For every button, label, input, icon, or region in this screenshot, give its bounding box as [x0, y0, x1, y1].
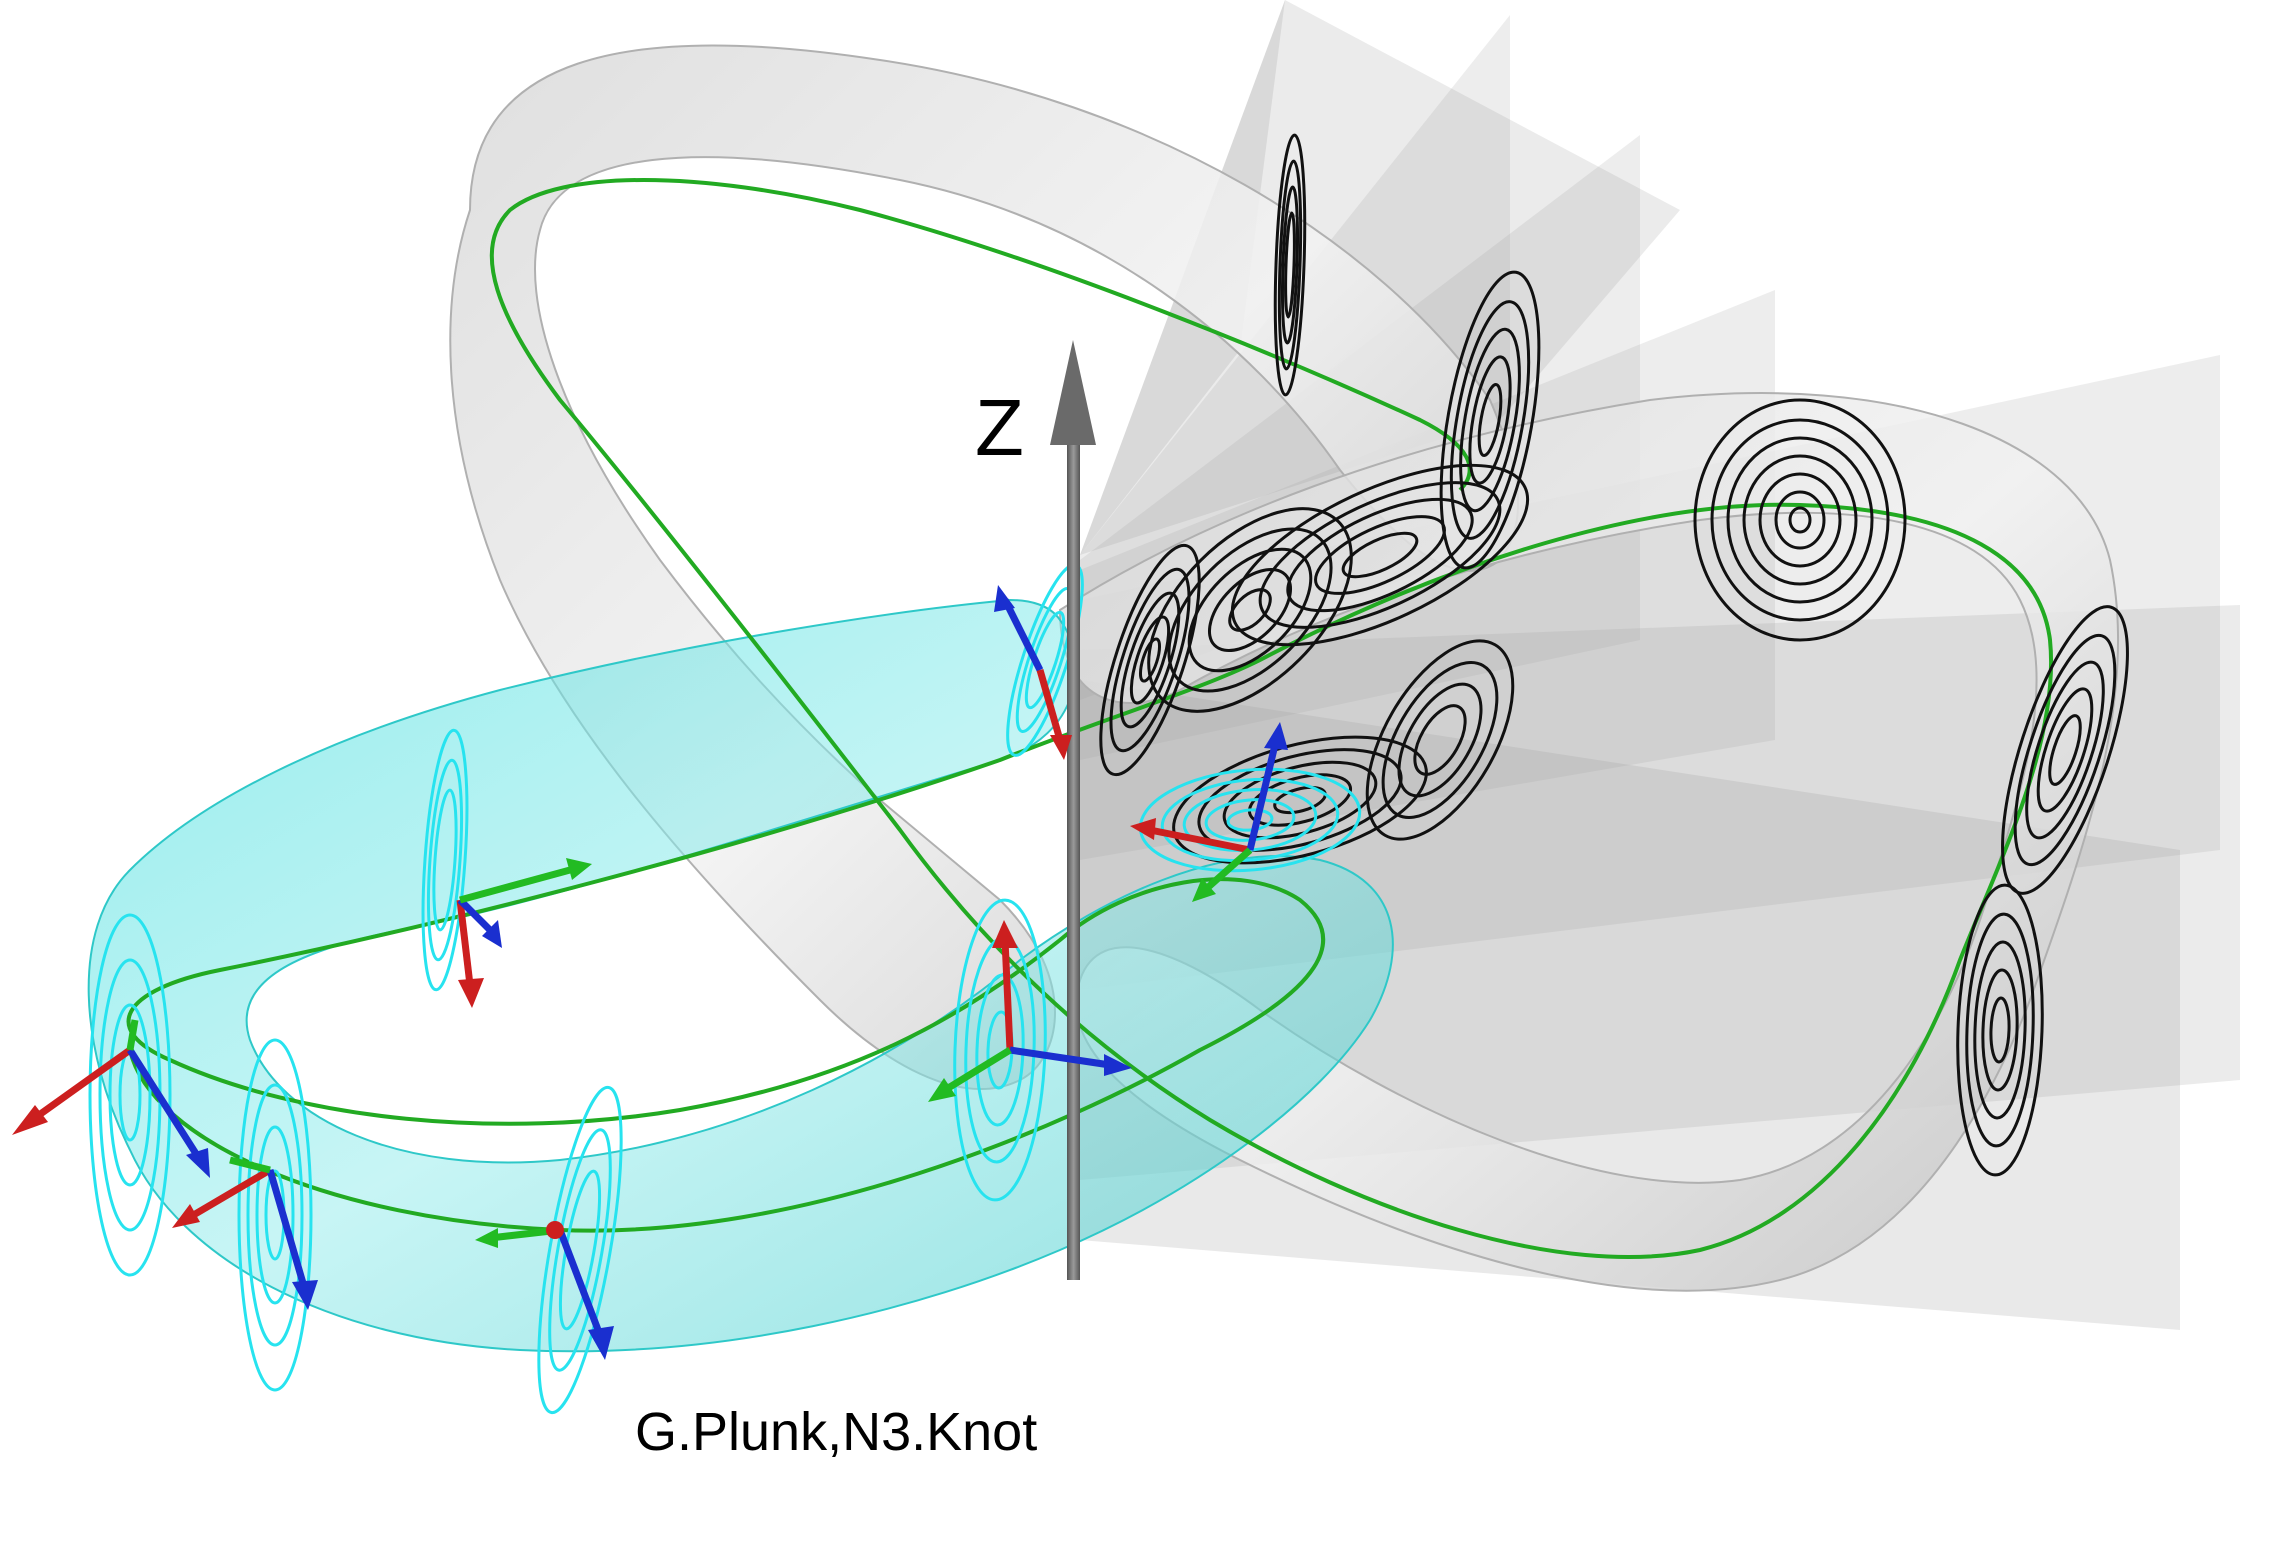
cyan-contour-group [537, 1085, 623, 1415]
frame-station [172, 1156, 318, 1310]
cross-section-plane [1080, 0, 1680, 555]
magnetic-axis-path [126, 178, 2054, 1260]
flux-contours [1099, 133, 2129, 1177]
contour-group [1099, 543, 1201, 777]
contour-group [1230, 463, 1530, 647]
z-axis-arrow: Z [975, 340, 1096, 1280]
magnetic-axis-curve [126, 178, 2054, 1260]
contour-group [2001, 605, 2129, 895]
frame-vectors [12, 585, 1288, 1360]
z-axis-shaft [1067, 445, 1080, 1280]
cyan-contour-group [421, 728, 469, 992]
frame-station [928, 920, 1132, 1102]
frame-station [475, 1221, 614, 1360]
figure-caption: G.Plunk,N3.Knot [635, 1402, 1037, 1462]
frame-station [456, 858, 592, 1008]
frame-station [12, 1019, 210, 1178]
z-axis-label: Z [975, 383, 1024, 472]
cyan-contour-group [237, 1038, 313, 1392]
frame-station [1130, 722, 1288, 902]
arrow-up-icon [1050, 340, 1096, 445]
contour-group [1956, 883, 2044, 1177]
contour-group [1439, 270, 1541, 570]
contour-group [1693, 398, 1907, 642]
contour-group [1273, 133, 1307, 397]
frame-station [994, 585, 1072, 760]
